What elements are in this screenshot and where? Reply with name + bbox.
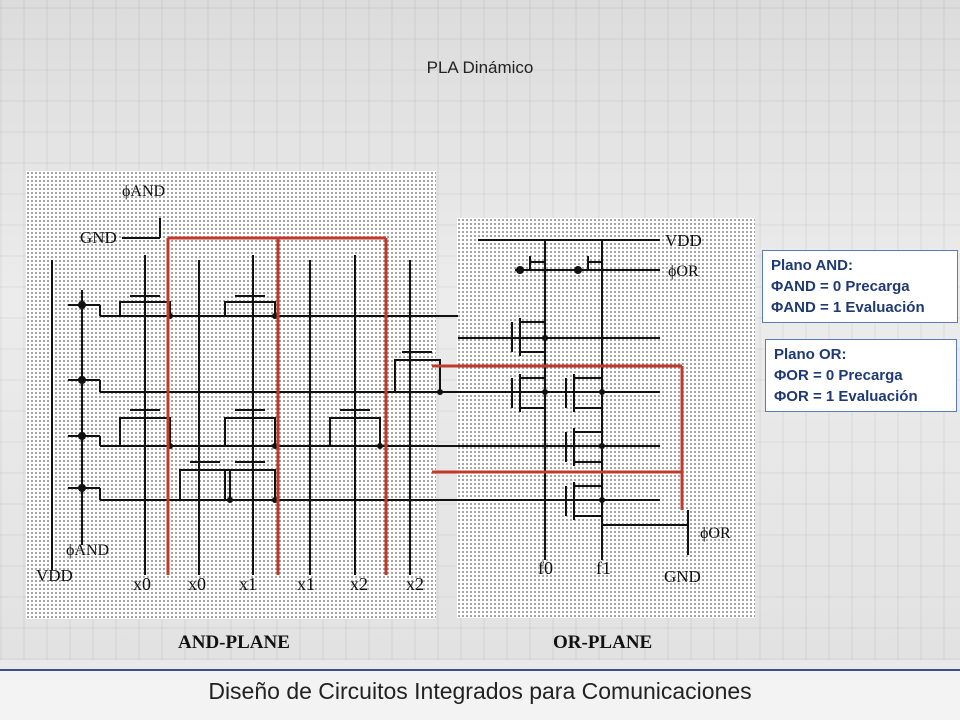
or-box-line2: ΦOR = 1 Evaluación (774, 388, 918, 405)
and-plane-caption: AND-PLANE (178, 632, 290, 653)
footer-area (0, 671, 960, 720)
or-clock-bottom-label: ϕOR (700, 525, 731, 542)
or-box-title: Plano OR: (774, 346, 847, 363)
or-vdd-label: VDD (665, 231, 702, 250)
or-box-line1: ΦOR = 0 Precarga (774, 367, 903, 384)
or-plane-caption: OR-PLANE (553, 632, 652, 653)
and-vdd-label: VDD (36, 566, 73, 585)
or-clock-top-label: ϕOR (668, 263, 699, 280)
or-plane-contacts (516, 266, 605, 503)
or-gnd-label: GND (664, 567, 701, 586)
or-highlight-path (432, 364, 684, 510)
output-f1: f1 (596, 558, 611, 578)
pla-schematic: GND ϕAND ϕAND VDD x0 x0 x1 x1 x2 x2 VDD … (36, 183, 731, 653)
output-f0: f0 (538, 558, 553, 578)
slide-title: PLA Dinámico (426, 58, 534, 77)
and-gnd-label: GND (80, 228, 117, 247)
and-box-title: Plano AND: (771, 257, 853, 274)
footer-divider (0, 669, 960, 671)
and-highlight-path (166, 236, 388, 575)
input-x2-bar: x2 (406, 574, 424, 594)
and-plane-panel (26, 171, 436, 619)
input-x1: x1 (239, 574, 257, 594)
and-plane-info-box: Plano AND: ΦAND = 0 Precarga ΦAND = 1 Ev… (762, 250, 958, 323)
input-x1-bar: x1 (297, 574, 315, 594)
or-plane-info-box: Plano OR: ΦOR = 0 Precarga ΦOR = 1 Evalu… (765, 339, 957, 412)
input-x2: x2 (350, 574, 368, 594)
and-box-line2: ΦAND = 1 Evaluación (771, 299, 925, 316)
or-plane-wires (458, 239, 689, 560)
input-x0: x0 (133, 574, 151, 594)
and-plane-contacts (78, 301, 443, 503)
or-plane-panel (457, 218, 755, 618)
footer-text: Diseño de Circuitos Integrados para Comu… (208, 678, 752, 704)
and-plane-wires (51, 218, 458, 575)
and-clock-top-label: ϕAND (122, 183, 165, 200)
and-clock-bottom-label: ϕAND (66, 542, 109, 559)
and-box-line1: ΦAND = 0 Precarga (771, 278, 910, 295)
input-x0-bar: x0 (188, 574, 206, 594)
